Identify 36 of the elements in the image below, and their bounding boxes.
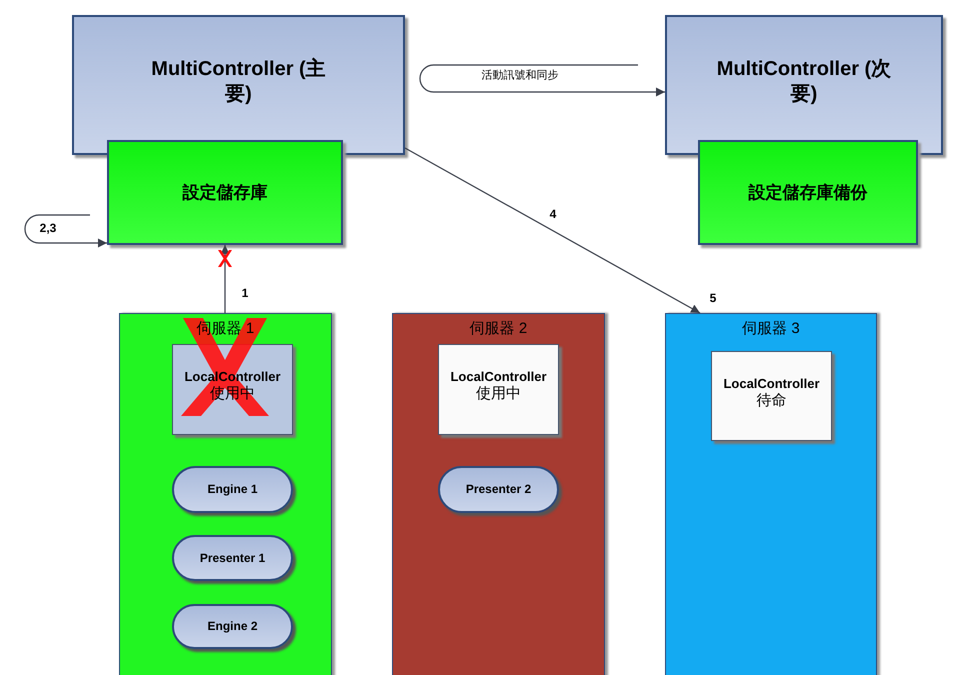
server-title: 伺服器 3	[741, 320, 801, 339]
controller-box	[665, 15, 943, 155]
server-panel	[392, 313, 605, 675]
step-number: 5	[710, 291, 716, 305]
server-panel	[665, 313, 877, 675]
controller-name: LocalController	[722, 376, 821, 392]
arrow	[24, 214, 107, 248]
controller-name: LocalController	[449, 369, 548, 386]
edge-label: 2,3	[38, 221, 58, 235]
local-controller-box	[438, 344, 559, 435]
status-text: 待命	[756, 392, 788, 411]
local-controller-box	[711, 351, 832, 441]
box-title: 設定儲存庫	[181, 182, 268, 204]
box-title: MultiController (次要)	[716, 57, 892, 107]
component-pill	[172, 535, 293, 581]
component-name: Engine 1	[206, 482, 258, 497]
status-text: 使用中	[475, 385, 522, 404]
arrow	[404, 147, 700, 314]
component-name: Presenter 2	[464, 482, 532, 497]
component-pill	[172, 604, 293, 649]
server-panel	[119, 313, 332, 675]
box-title: 設定儲存庫備份	[747, 182, 868, 204]
component-name: Presenter 1	[198, 550, 266, 566]
edge-label: 4	[548, 207, 558, 221]
repository-box	[107, 140, 343, 245]
arrow	[220, 245, 230, 313]
controller-box	[72, 15, 405, 155]
component-pill	[438, 466, 559, 513]
repository-box	[698, 140, 918, 245]
arrow	[419, 64, 665, 96]
box-title: MultiController (主要)	[150, 57, 327, 107]
component-name: Engine 2	[206, 619, 258, 634]
edge-label: 活動訊號和同步	[480, 68, 560, 82]
edge-label: 1	[240, 286, 250, 300]
server-title: 伺服器 2	[468, 320, 528, 339]
component-pill	[172, 466, 293, 513]
